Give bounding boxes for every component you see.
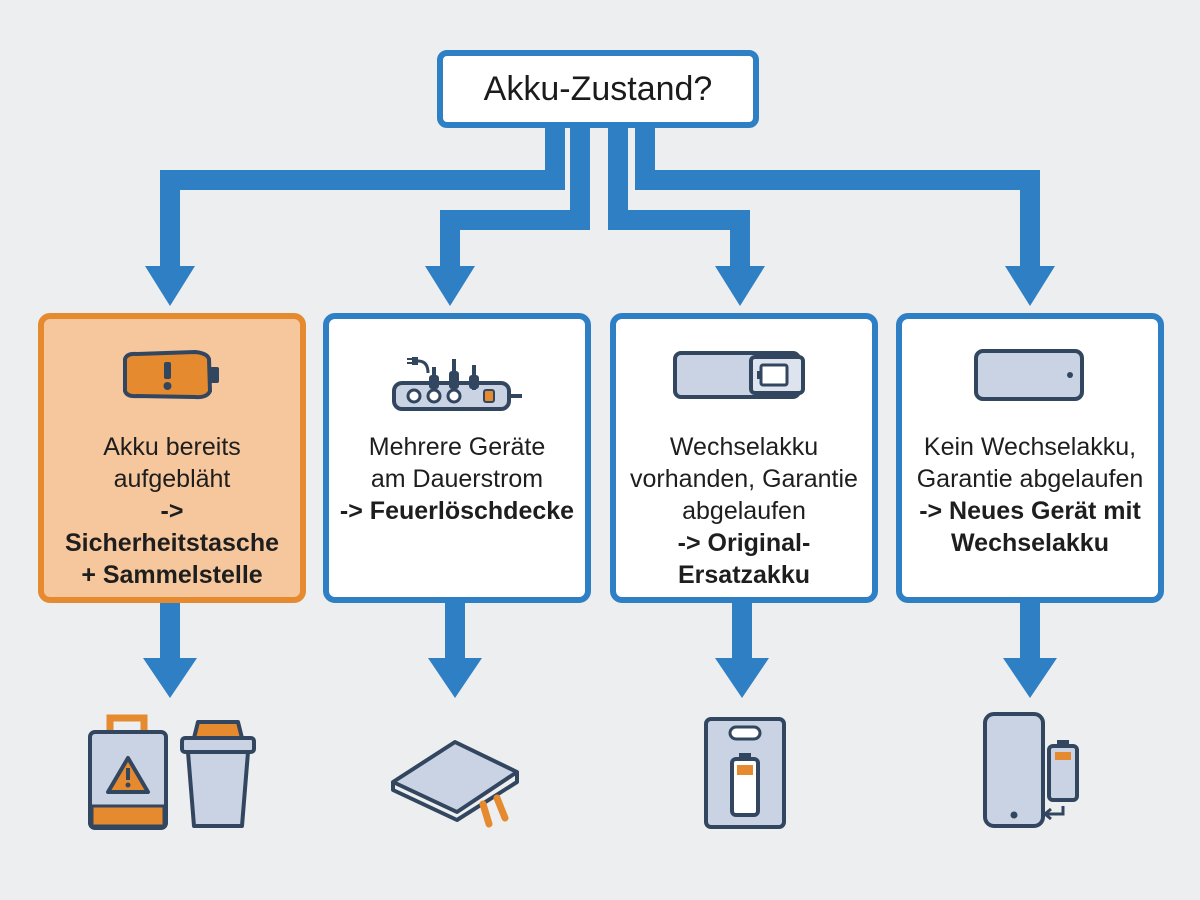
connector-to-replaceable-battery xyxy=(608,128,750,268)
branch-action-line: Wechselakku xyxy=(951,529,1109,557)
arrowhead-down-4 xyxy=(1003,658,1057,698)
device-battery-icon xyxy=(974,349,1084,401)
branch-text-line: Garantie abgelaufen xyxy=(916,465,1144,493)
branch-text-line: vorhanden, Garantie xyxy=(630,465,858,493)
branch-action-line: -> Neues Gerät mit xyxy=(919,497,1141,525)
branch-card-no-replaceable: Kein Wechselakku, Garantie abgelaufen ->… xyxy=(896,313,1164,603)
branch-text-line: Akku bereits xyxy=(103,433,241,461)
branch-card-continuous-power: Mehrere Geräte am Dauerstrom -> Feuerlös… xyxy=(323,313,591,603)
connector-to-no-replaceable xyxy=(635,128,1040,268)
safety-bag-warning-icon xyxy=(88,714,168,830)
phone-with-replaceable-battery-icon xyxy=(983,712,1079,828)
collection-bin-icon xyxy=(180,720,256,828)
branch-action-line: + Sammelstelle xyxy=(81,561,263,589)
fire-blanket-icon xyxy=(391,740,519,828)
branch-text-line: aufgebläht xyxy=(113,465,231,493)
branch-card-swollen: Akku bereits aufgebläht -> Sicherheitsta… xyxy=(38,313,306,603)
result-icons-swollen xyxy=(80,700,260,830)
arrowhead-continuous-power xyxy=(425,266,475,306)
connector-to-continuous-power xyxy=(440,128,590,268)
branch-text-line: Wechselakku xyxy=(669,433,819,461)
arrowhead-swollen xyxy=(145,266,195,306)
branch-action-line: -> Original- xyxy=(677,529,811,557)
result-icons-no-replaceable xyxy=(970,700,1090,830)
branch-text-line: abgelaufen xyxy=(682,497,806,525)
power-strip-icon xyxy=(392,357,522,411)
connector-to-swollen xyxy=(160,128,565,268)
branch-action-line: -> Feuerlöschdecke xyxy=(339,497,575,525)
branch-card-replaceable-battery: Wechselakku vorhanden, Garantie abgelauf… xyxy=(610,313,878,603)
removable-battery-icon xyxy=(673,351,805,399)
decision-root-label: Akku-Zustand? xyxy=(483,69,713,108)
branch-text-line: Mehrere Geräte xyxy=(368,433,546,461)
result-icons-replaceable-battery xyxy=(690,700,800,830)
arrowhead-down-3 xyxy=(715,658,769,698)
arrowhead-down-1 xyxy=(143,658,197,698)
branch-action-line: Ersatzakku xyxy=(677,561,811,589)
branch-text-line: am Dauerstrom xyxy=(370,465,544,493)
battery-package-icon xyxy=(704,717,786,829)
decision-root: Akku-Zustand? xyxy=(437,50,759,128)
arrowhead-replaceable-battery xyxy=(715,266,765,306)
branch-action-line: -> Sicherheitstasche xyxy=(65,497,279,557)
arrowhead-down-2 xyxy=(428,658,482,698)
result-icons-continuous-power xyxy=(380,700,530,830)
arrowhead-no-replaceable xyxy=(1005,266,1055,306)
swollen-battery-warning-icon xyxy=(123,349,219,400)
branch-text-line: Kein Wechselakku, xyxy=(923,433,1137,461)
